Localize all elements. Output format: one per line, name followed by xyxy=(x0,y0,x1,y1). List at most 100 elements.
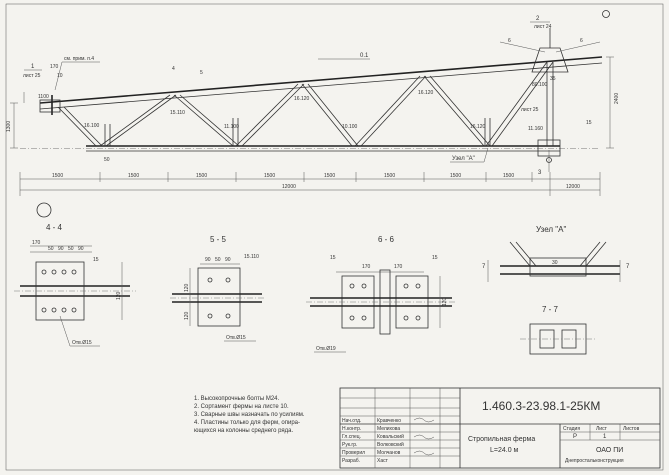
dim-label: 90 xyxy=(205,257,211,263)
signature xyxy=(413,434,435,440)
callout-1-sheet: лист 25 xyxy=(23,73,41,79)
member-label: 11.100 xyxy=(224,124,239,130)
hole-label: Отв.Ø15 xyxy=(226,335,246,341)
mark-15: 15 xyxy=(330,255,336,261)
dim-label: 90 xyxy=(78,246,84,252)
callout-1: 1 xyxy=(31,64,35,70)
note-line: ющихся на колонны среднего ряда. xyxy=(194,428,293,434)
dim-label: 1500 xyxy=(52,173,63,179)
section-title: 5 - 5 xyxy=(210,235,227,244)
node-a-callout: Узел "А" xyxy=(452,156,475,162)
axis-bubble xyxy=(36,202,52,218)
dim-label: 170 xyxy=(394,264,403,270)
dim-label: 90 xyxy=(225,257,231,263)
dim-total-left: 12000 xyxy=(282,184,296,190)
member-label: 80.100 xyxy=(532,82,548,88)
dim-label: 1500 xyxy=(503,173,514,179)
org-name: ОАО ПИ xyxy=(596,447,623,454)
drawing-name: Стропильная ферма xyxy=(468,436,535,443)
dimension-chain: 1500 1500 1500 1500 1500 1500 1500 1500 … xyxy=(19,172,601,196)
member-label: 15.110 xyxy=(170,110,185,116)
node-a-title: Узел "А" xyxy=(536,225,566,234)
end-plate xyxy=(39,99,61,113)
height-label: 2400 xyxy=(614,93,620,104)
person: Мелихова xyxy=(377,426,400,432)
section-6-6: 6 - 6 15 15 170 170 120 Отв.Ø19 xyxy=(306,235,456,353)
ridge-gusset xyxy=(531,47,569,73)
span: L=24.0 м xyxy=(490,447,519,454)
mark-170: 170 xyxy=(50,64,59,70)
mark-10: 10 xyxy=(57,73,63,79)
dim-label: 170 xyxy=(362,264,371,270)
role: Проверил xyxy=(342,450,365,456)
mark-6: 6 xyxy=(508,38,511,44)
member-label: 16.120 xyxy=(470,124,486,130)
dim-label: 90 xyxy=(58,246,64,252)
dim-label: 1500 xyxy=(450,173,461,179)
dim-label: 1500 xyxy=(384,173,395,179)
drawing-code: 1.460.3-23.98.1-25КМ xyxy=(482,399,600,413)
note-ref: см. прим. п.4 xyxy=(64,56,94,62)
mark-15: 15 xyxy=(93,257,99,263)
callout-3: 3 xyxy=(538,170,542,176)
person: Волковский xyxy=(377,441,404,448)
person: Молчанов xyxy=(377,450,401,456)
role: Нач.отд. xyxy=(342,418,361,424)
sheet-value: 1 xyxy=(603,434,607,440)
person: Хаст xyxy=(377,458,389,464)
chord-label: 0.1 xyxy=(360,53,369,59)
sheet-frame xyxy=(5,3,664,471)
person: Ковальский xyxy=(377,433,404,440)
signature xyxy=(413,450,435,456)
gusset-plate xyxy=(197,267,241,327)
dim-label: 50 xyxy=(48,246,54,252)
dim-label: 50 xyxy=(68,246,74,252)
top-chord xyxy=(39,56,603,104)
stage-header: Стадия xyxy=(563,426,580,432)
dim-label: 120 xyxy=(116,291,122,300)
dim-label: 50 xyxy=(215,257,221,263)
note-line: 4. Пластины только для ферм, опира- xyxy=(194,420,300,426)
member-label: 16.120 xyxy=(294,96,310,102)
hole-label: Отв.Ø19 xyxy=(316,346,336,352)
sheets-header: Листов xyxy=(623,426,640,432)
dim-label: 120 xyxy=(184,283,190,292)
mark-5: 5 xyxy=(200,70,203,76)
mark-50: 50 xyxy=(104,157,110,163)
north-marker xyxy=(602,10,610,18)
note-line: 3. Сварные швы назначать по усилиям. xyxy=(194,412,305,418)
web-members xyxy=(57,61,554,147)
person: Кравченко xyxy=(377,418,401,424)
mark-4: 4 xyxy=(172,66,175,72)
mark-6b: 6 xyxy=(580,38,583,44)
node-a-detail: Узел "А" 30 7 7 7 - 7 xyxy=(482,225,630,355)
hole-label: Отв.Ø15 xyxy=(72,340,92,346)
role: Гл.спец. xyxy=(342,434,361,440)
end-height-label: 1300 xyxy=(6,121,12,132)
dim-label: 120 xyxy=(442,297,448,306)
dim-label: 1500 xyxy=(264,173,275,179)
node-gusset xyxy=(529,257,587,277)
top-chord-inner xyxy=(39,62,603,110)
member-label: 11.160 xyxy=(528,126,543,132)
section-title: 6 - 6 xyxy=(378,235,395,244)
stage-value: Р xyxy=(573,434,577,440)
member-label: 10.100 xyxy=(342,124,358,130)
sheet-header: Лист xyxy=(596,426,608,432)
role: Н.контр. xyxy=(342,426,361,432)
dim-label: 1500 xyxy=(128,173,139,179)
signature xyxy=(413,417,435,423)
dim-label: 30 xyxy=(552,260,558,266)
notes: 1. Высокопрочные болты М24. 2. Сортамент… xyxy=(194,396,305,434)
member-label: 16.100 xyxy=(84,123,100,129)
mark-15: 15 xyxy=(586,120,592,126)
mark-1100: 1100 xyxy=(38,94,49,100)
splice-plate-right xyxy=(395,275,429,329)
section-5-5: 5 - 5 90 50 90 15.110 120 120 Отв.Ø15 xyxy=(170,235,266,342)
dim-total-right: 12000 xyxy=(566,184,580,190)
note-line: 2. Сортамент фермы на листе 10. xyxy=(194,404,289,410)
cut-mark: 7 xyxy=(626,264,630,270)
dim-label: 120 xyxy=(184,311,190,320)
title-block: Нач.отд. Н.контр. Гл.спец. Рук.гр. Прове… xyxy=(339,387,661,469)
truss-elevation: 2400 1300 1100 170 10 1 лист 25 2 лист 2… xyxy=(6,10,620,176)
